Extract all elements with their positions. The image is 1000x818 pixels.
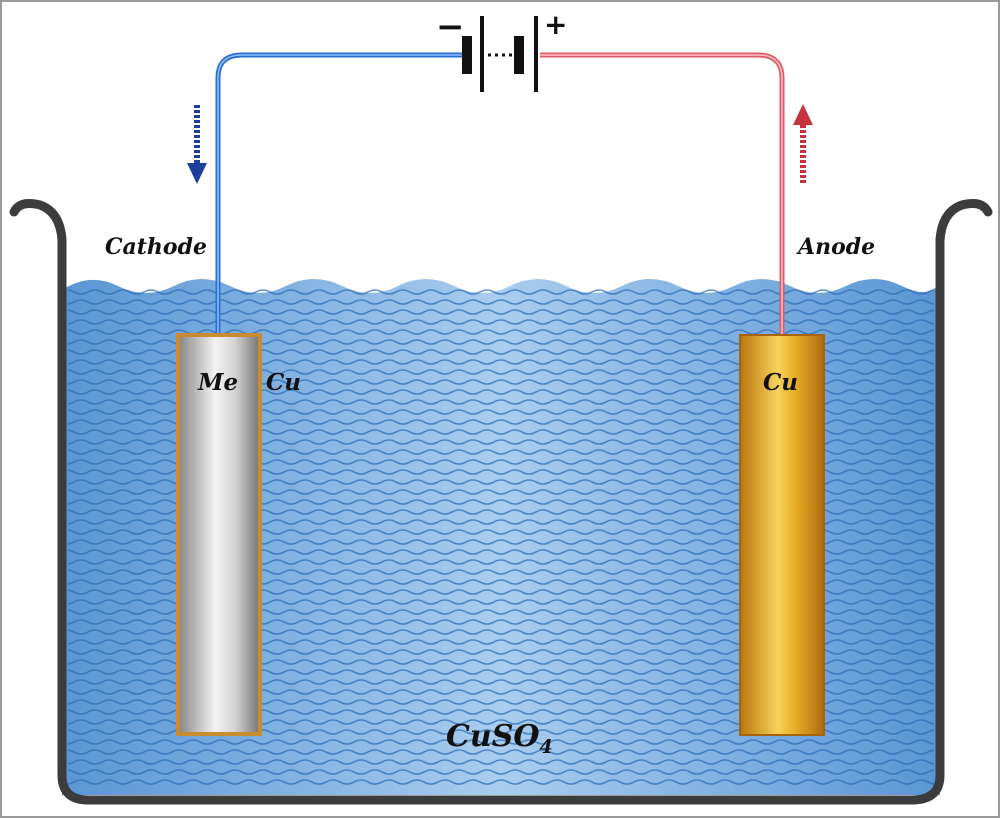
electron-flow-up-arrow-icon [793,104,813,183]
anode-label: Anode [796,234,875,260]
battery-positive-sign: + [544,8,567,41]
cathode-coating-label: Cu [266,369,301,396]
electrolyte-formula: CuSO [446,719,540,754]
electrolyte-subscript: 4 [540,736,553,758]
electrolyte-label: CuSO4 [446,719,553,758]
solution-wave-line [68,769,934,775]
solution-wave-line [68,299,934,305]
positive-wire-highlight [540,54,783,335]
battery-negative-sign: − [436,7,465,47]
battery-positive-plate-2 [534,16,538,92]
anode-metal-label: Cu [763,369,798,396]
battery-negative-plate-2 [514,36,524,74]
battery-negative-plate [462,36,472,74]
battery-positive-plate [480,16,484,92]
cathode-label: Cathode [105,234,207,260]
anode-electrode [739,334,825,736]
container-beaker [9,199,993,805]
battery-icon: − + [436,7,567,92]
solution-wave-line [68,739,934,745]
solution-wave-line [68,759,934,765]
cathode-metal-label: Me [197,369,238,396]
solution-wave-line [68,329,934,335]
solution-wave-line [68,779,934,785]
electron-flow-down-arrow-icon [187,105,207,184]
negative-wire-highlight [217,54,462,335]
solution-wave-line [68,309,934,315]
solution-wave-line [68,319,934,325]
solution-wave-line [68,289,934,295]
cathode-electrode [176,333,262,736]
solution-wave-line [68,749,934,755]
